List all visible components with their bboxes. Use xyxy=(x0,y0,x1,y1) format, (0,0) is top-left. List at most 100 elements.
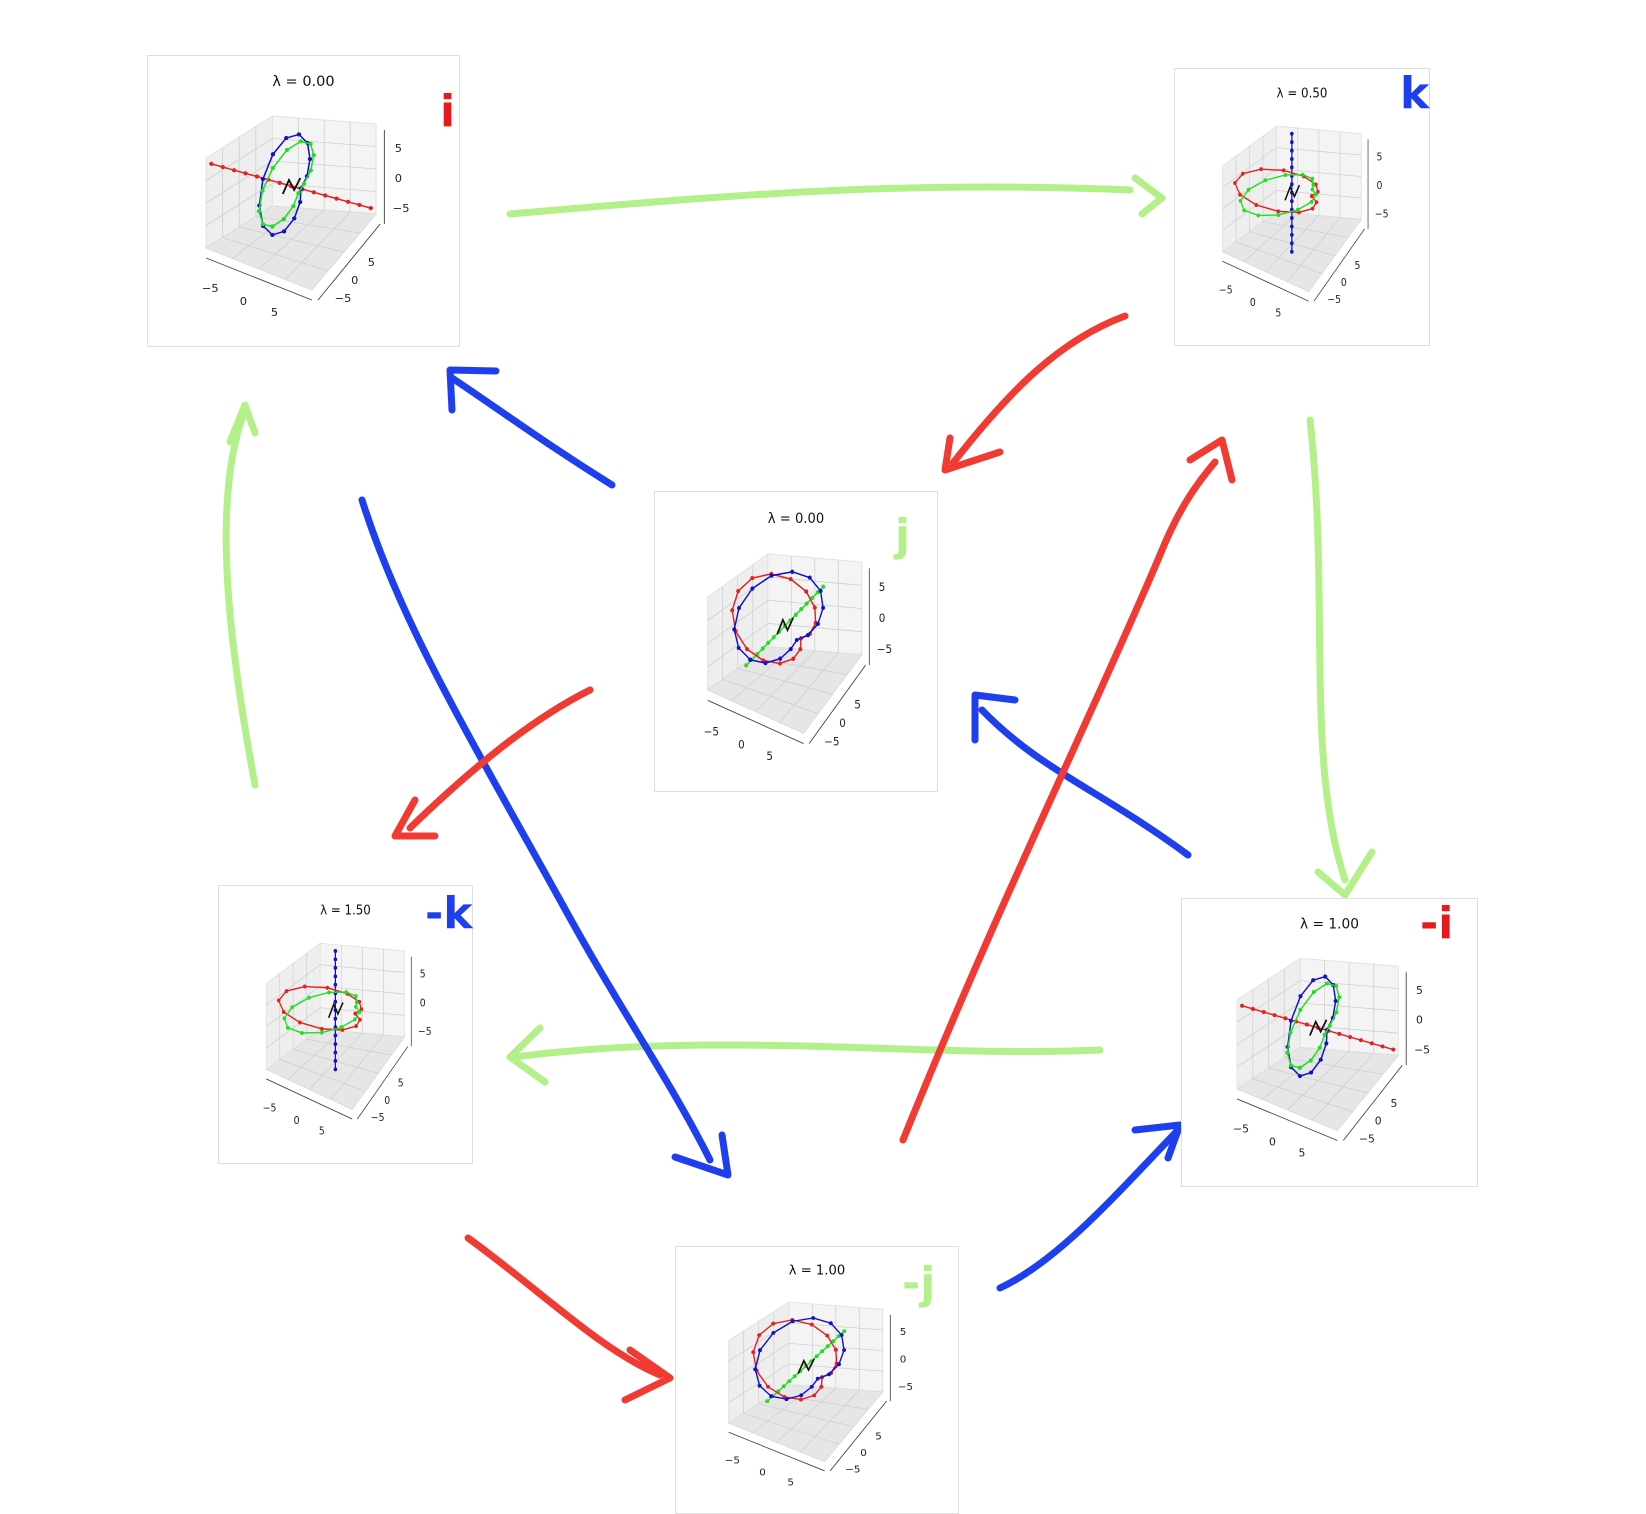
z-tick-label: 0 xyxy=(879,611,886,625)
floor-pane xyxy=(1236,1046,1400,1132)
blue-series xyxy=(732,569,826,666)
y-axis-line xyxy=(1313,228,1365,302)
z-tick-label: 0 xyxy=(420,998,426,1010)
y-tick-label: −5 xyxy=(1327,295,1341,307)
floor-pane xyxy=(204,205,378,291)
x-tick-label: 0 xyxy=(1250,298,1256,310)
y-tick-label: 0 xyxy=(1341,278,1347,290)
black-series xyxy=(797,1358,815,1374)
red-series xyxy=(1233,167,1320,215)
red-series xyxy=(751,1317,839,1402)
black-series xyxy=(1284,184,1301,201)
plot-curves xyxy=(751,1316,847,1404)
plot-curves xyxy=(1233,131,1320,254)
x-axis-line xyxy=(205,257,312,301)
green-series xyxy=(256,139,316,229)
x-tick-label: 0 xyxy=(738,738,745,752)
y-tick-label: −5 xyxy=(371,1112,385,1124)
y-axis-line xyxy=(1342,1064,1403,1141)
y-tick-label: 0 xyxy=(1375,1115,1382,1128)
arrow-neg-j-to-neg-i xyxy=(996,1121,1184,1292)
arrow-neg-k-to-i xyxy=(222,401,259,789)
z-tick-label: 0 xyxy=(395,172,402,185)
arrow-j-to-i-shaft xyxy=(448,374,616,489)
arrow-j-to-neg-k xyxy=(391,686,594,840)
y-tick-label: 0 xyxy=(839,717,846,731)
z-tick-label: −5 xyxy=(393,202,410,215)
y-tick-label: 5 xyxy=(368,256,375,269)
arrow-neg-k-to-i-head xyxy=(226,401,259,446)
x-tick-label: 0 xyxy=(1269,1135,1276,1148)
green-series xyxy=(282,990,362,1035)
z-tick-label: 0 xyxy=(900,1355,907,1366)
plot-curves xyxy=(209,132,373,238)
blue-series xyxy=(257,132,313,238)
x-tick-label: 5 xyxy=(271,306,278,319)
black-series xyxy=(281,177,302,195)
arrow-k-to-j xyxy=(941,312,1129,474)
x-axis-line xyxy=(728,1431,825,1472)
arrow-neg-k-to-neg-j-head xyxy=(621,1346,674,1404)
x-tick-label: 0 xyxy=(759,1467,766,1478)
plot-title: λ = 0.00 xyxy=(768,510,824,527)
arrow-neg-k-to-neg-j-shaft xyxy=(464,1234,664,1379)
y-tick-label: 0 xyxy=(351,274,358,287)
x-tick-label: 5 xyxy=(766,750,773,764)
x-tick-label: −5 xyxy=(202,282,219,295)
arrow-i-to-k-shaft xyxy=(506,183,1134,218)
y-axis-line xyxy=(808,664,866,744)
green-series xyxy=(1238,172,1318,218)
z-tick-label: −5 xyxy=(1414,1043,1430,1056)
z-tick-label: 5 xyxy=(1416,984,1423,997)
x-axis-line xyxy=(266,1078,353,1120)
plot-title: λ = 0.50 xyxy=(1277,85,1328,101)
z-tick-label: 0 xyxy=(1377,180,1383,192)
z-tick-label: 5 xyxy=(1377,152,1383,164)
black-series xyxy=(1309,1019,1328,1036)
plot-title: λ = 1.50 xyxy=(320,902,371,918)
plot-title: λ = 0.00 xyxy=(272,74,334,90)
z-tick-label: 5 xyxy=(879,581,886,595)
arrow-neg-i-to-neg-k xyxy=(506,1024,1104,1086)
arrow-k-to-neg-i-head xyxy=(1314,848,1376,899)
arrow-i-to-k xyxy=(506,174,1166,218)
arrow-j-to-neg-k-shaft xyxy=(406,686,594,832)
arrow-neg-j-to-neg-i-shaft xyxy=(996,1124,1184,1292)
arrow-j-to-i-head xyxy=(446,366,500,414)
arrow-neg-k-to-i-shaft xyxy=(222,406,259,789)
plot-title: λ = 1.00 xyxy=(1300,917,1359,933)
arrow-j-to-i xyxy=(446,366,616,489)
x-tick-label: −5 xyxy=(263,1103,277,1115)
plot-curves xyxy=(730,569,826,668)
black-series xyxy=(327,1002,344,1019)
y-tick-label: 0 xyxy=(384,1095,390,1107)
y-tick-label: −5 xyxy=(1359,1132,1375,1145)
x-tick-label: −5 xyxy=(704,725,719,739)
blue-series xyxy=(753,1316,847,1402)
arrow-k-to-neg-i xyxy=(1306,416,1376,899)
floor-pane xyxy=(727,1384,884,1463)
arrow-neg-i-to-j-head xyxy=(971,691,1019,744)
x-tick-label: 0 xyxy=(240,295,247,308)
y-tick-label: −5 xyxy=(335,292,352,305)
arrow-k-to-j-shaft xyxy=(949,312,1129,467)
plot-title: λ = 1.00 xyxy=(789,1264,845,1279)
z-tick-label: 0 xyxy=(1416,1014,1423,1027)
y-tick-label: 5 xyxy=(854,698,861,712)
y-tick-label: −5 xyxy=(824,735,839,749)
arrow-i-to-neg-j-head xyxy=(671,1131,732,1179)
z-tick-label: −5 xyxy=(1375,209,1389,221)
x-tick-label: 0 xyxy=(294,1115,300,1127)
z-tick-label: −5 xyxy=(898,1382,913,1393)
plot-curves xyxy=(1240,974,1396,1079)
z-tick-label: 5 xyxy=(900,1327,907,1338)
blue-series xyxy=(1285,974,1338,1079)
black-series xyxy=(776,617,794,635)
arrow-neg-j-to-neg-i-head xyxy=(1131,1121,1184,1162)
floor-pane xyxy=(706,646,863,734)
x-axis-line xyxy=(1222,260,1309,302)
arrow-neg-k-to-neg-j xyxy=(464,1234,674,1404)
